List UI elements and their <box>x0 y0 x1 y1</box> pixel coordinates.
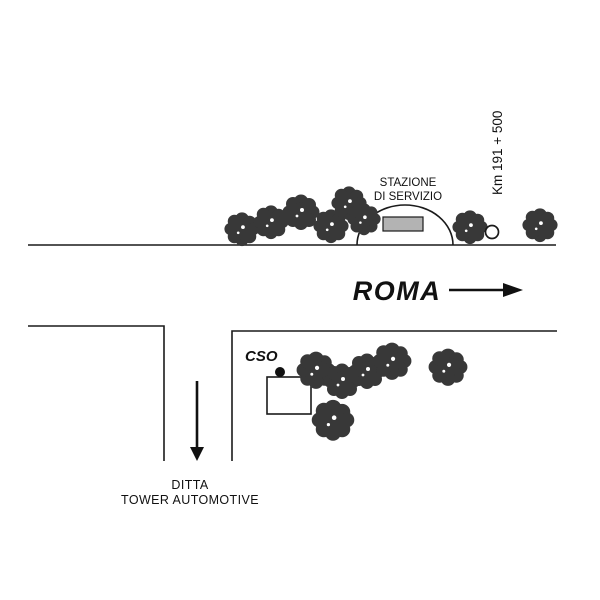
cso-location-dot <box>275 367 285 377</box>
roma-arrow-head <box>503 283 523 297</box>
service-station-building <box>382 216 424 232</box>
km-marker-circle <box>484 224 500 240</box>
station-label-line2: DI SERVIZIO <box>374 191 442 203</box>
down-arrow-head <box>190 447 204 461</box>
side-road-left-edge <box>28 325 165 461</box>
company-label-line1: DITTA <box>171 478 208 492</box>
roma-label: ROMA <box>353 276 442 306</box>
station-label-line1: STAZIONE <box>380 177 437 189</box>
tree-icon <box>452 210 488 245</box>
roads-group <box>28 204 557 461</box>
tree-icon <box>224 212 260 247</box>
tree-icon <box>311 399 355 441</box>
km-marker-label: Km 191 + 500 <box>490 111 505 195</box>
roma-direction-arrow-icon <box>449 283 523 297</box>
down-arrow-icon <box>190 381 204 461</box>
company-label-line2: TOWER AUTOMOTIVE <box>121 493 259 507</box>
side-road-right-edge <box>231 330 557 461</box>
tree-icon <box>522 208 558 243</box>
tree-icon <box>428 348 468 386</box>
tree-icon <box>347 203 381 236</box>
cso-building-outline <box>266 376 312 415</box>
cso-label: CSO <box>245 348 278 365</box>
tree-icon <box>372 342 412 380</box>
